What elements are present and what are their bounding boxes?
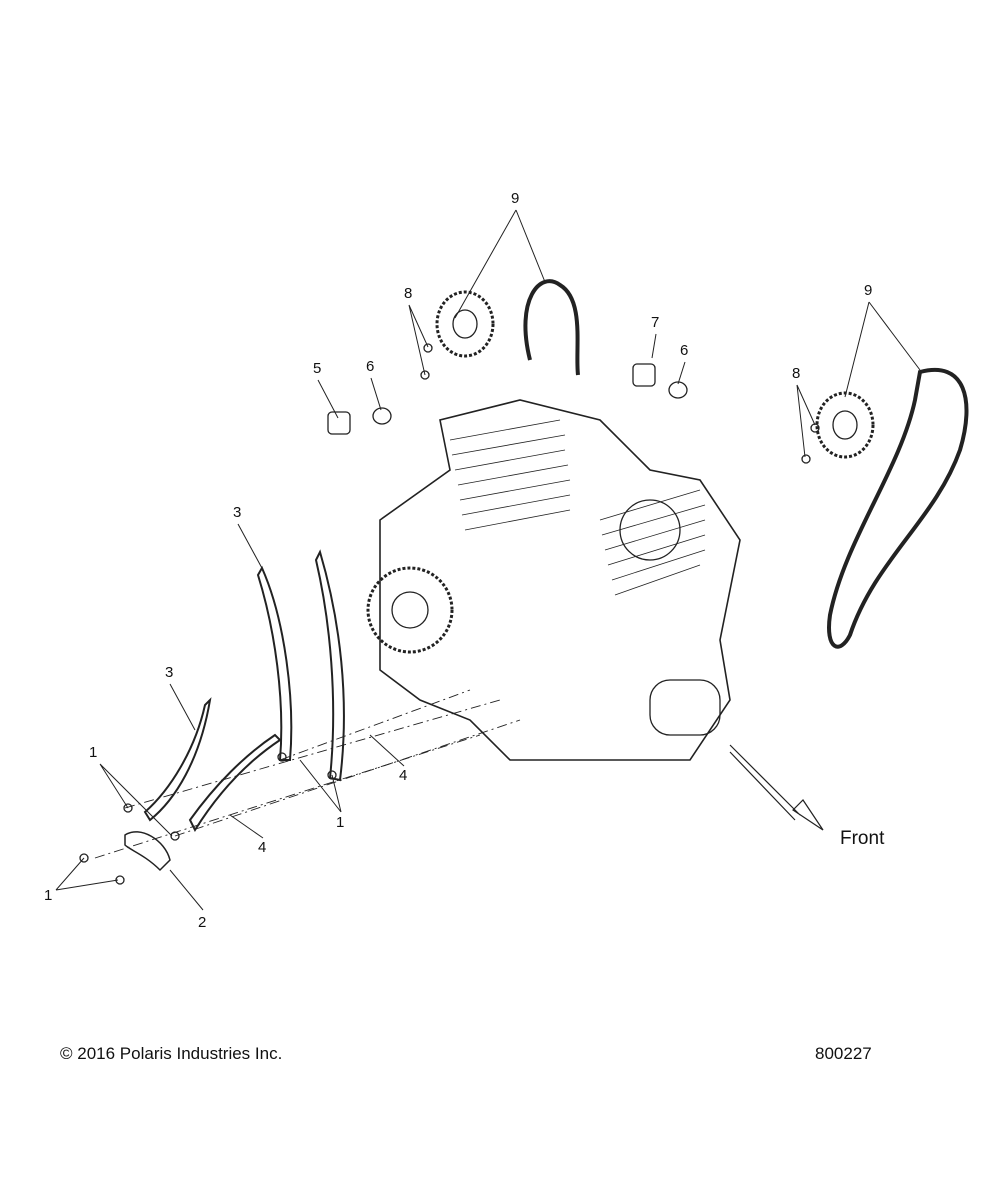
engine-assembly bbox=[366, 399, 741, 761]
cam-chain-top bbox=[523, 279, 580, 376]
cam-sprocket-right bbox=[815, 391, 875, 459]
callout-3: 3 bbox=[233, 504, 242, 521]
o-ring-6 bbox=[372, 407, 392, 425]
callout-7: 7 bbox=[651, 314, 660, 331]
callout-6: 6 bbox=[366, 358, 375, 375]
callout-1: 1 bbox=[336, 814, 345, 831]
callout-2: 2 bbox=[198, 914, 207, 931]
figure-number: 800227 bbox=[815, 1044, 872, 1063]
callout-1: 1 bbox=[89, 744, 98, 761]
callout-8: 8 bbox=[404, 285, 413, 302]
chain-guide-3-upper bbox=[256, 565, 293, 761]
callout-1: 1 bbox=[44, 887, 53, 904]
bolt-8 bbox=[801, 454, 811, 464]
callout-9: 9 bbox=[864, 282, 873, 299]
front-arrow-icon bbox=[729, 744, 824, 831]
callout-6: 6 bbox=[680, 342, 689, 359]
copyright-notice: © 2016 Polaris Industries Inc. bbox=[60, 1044, 283, 1063]
bolt-8 bbox=[423, 343, 433, 353]
callout-3: 3 bbox=[165, 664, 174, 681]
o-ring-6 bbox=[668, 381, 688, 399]
tensioner-bracket-2 bbox=[124, 831, 171, 872]
bolt-8 bbox=[420, 370, 430, 380]
chain-guide-4-lower bbox=[188, 733, 282, 833]
cam-chain-right bbox=[827, 368, 969, 649]
callout-4: 4 bbox=[399, 767, 408, 784]
chain-guide-3-lower bbox=[143, 697, 212, 822]
plug-7 bbox=[632, 363, 656, 387]
cam-sprocket-top bbox=[435, 290, 495, 358]
bolts-1 bbox=[79, 752, 337, 885]
front-direction-label: Front bbox=[840, 828, 885, 849]
callout-9: 9 bbox=[511, 190, 520, 207]
leader-lines bbox=[55, 209, 921, 911]
plug-5 bbox=[327, 411, 351, 435]
alignment-lines bbox=[94, 689, 521, 859]
callout-4: 4 bbox=[258, 839, 267, 856]
bolt-8 bbox=[810, 423, 820, 433]
callout-8: 8 bbox=[792, 365, 801, 382]
callout-5: 5 bbox=[313, 360, 322, 377]
chain-guide-4-upper bbox=[314, 549, 345, 782]
